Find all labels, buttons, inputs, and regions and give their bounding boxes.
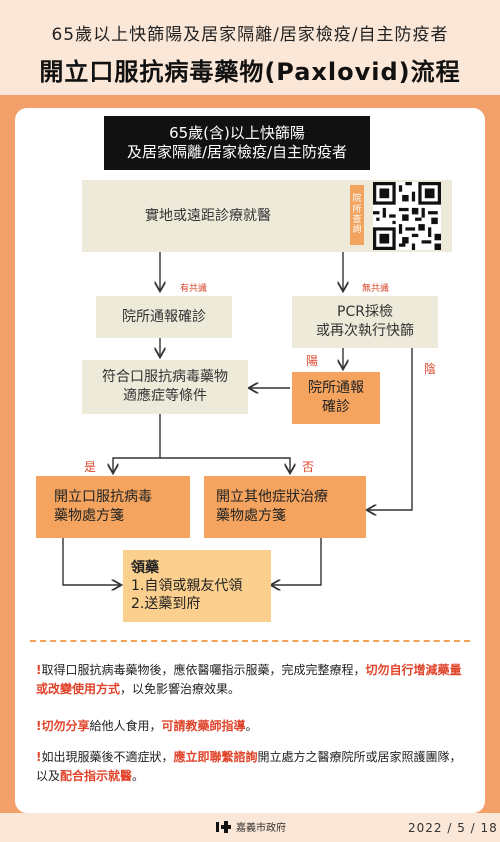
poster-title: 開立口服抗病毒藥物(Paxlovid)流程 (39, 58, 461, 86)
start-box: 65歲(含)以上快篩陽 及居家隔離/居家檢疫/自主防疫者 (104, 116, 370, 170)
prescribe-other-box: 開立其他症狀治療 藥物處方箋 (204, 476, 366, 538)
yes-label: 是 (84, 460, 97, 474)
divider (30, 640, 470, 642)
city-emblem-icon (216, 820, 231, 833)
qr-code-icon[interactable] (372, 182, 442, 250)
pickup-box: 領藥 1.自領或親友代領 2.送藥到府 (123, 550, 271, 622)
header-band: 65歲以上快篩陽及居家隔離/居家檢疫/自主防疫者 開立口服抗病毒藥物(Paxlo… (0, 0, 500, 95)
negative-label: 陰 (424, 362, 437, 376)
pickup-option-2: 2.送藥到府 (131, 596, 201, 613)
criteria-box: 符合口服抗病毒藥物 適應症等條件 (82, 360, 248, 414)
start-line2: 及居家隔離/居家檢疫/自主防疫者 (126, 143, 348, 161)
start-line1: 65歲(含)以上快篩陽 (169, 123, 305, 142)
note-dosage: !取得口服抗病毒藥物後，應依醫囑指示服藥，完成完整療程，切勿自行增減藥量或改變使… (36, 663, 462, 696)
prescribe-antiviral-box: 開立口服抗病毒 藥物處方箋 (36, 476, 190, 538)
consensus-yes-label: 有共識 (180, 284, 208, 294)
pcr-box: PCR採檢 或再次執行快篩 (292, 296, 438, 348)
visit-label: 實地或遠距診療就醫 (145, 207, 271, 224)
visit-box: 實地或遠距診療就醫 (82, 180, 334, 252)
consensus-no-label: 無共識 (362, 284, 390, 294)
qr-tag: 院 所 查 詢 (350, 185, 364, 245)
poster-subtitle: 65歲以上快篩陽及居家隔離/居家檢疫/自主防疫者 (51, 25, 449, 45)
pickup-title: 領藥 (131, 559, 159, 576)
city-government-logo: 嘉義市政府 (216, 819, 286, 834)
note-sharing: !切勿分享給他人食用，可請教藥師指導。 (36, 719, 258, 733)
publish-date: 2022 / 5 / 18 (408, 821, 498, 835)
report-confirm-box: 院所通報確診 (96, 296, 232, 338)
org-name: 嘉義市政府 (236, 823, 286, 834)
positive-label: 陽 (306, 354, 319, 368)
pickup-option-1: 1.自領或親友代領 (131, 577, 243, 594)
note-side-effects: !如出現服藥後不適症狀，應立即聯繫諮詢開立處方之醫療院所或居家照護團隊，以及配合… (36, 750, 462, 783)
footer: 嘉義市政府 2022 / 5 / 18 (0, 813, 500, 842)
no-label: 否 (302, 460, 315, 474)
report-confirm-box-2: 院所通報 確診 (292, 372, 380, 424)
